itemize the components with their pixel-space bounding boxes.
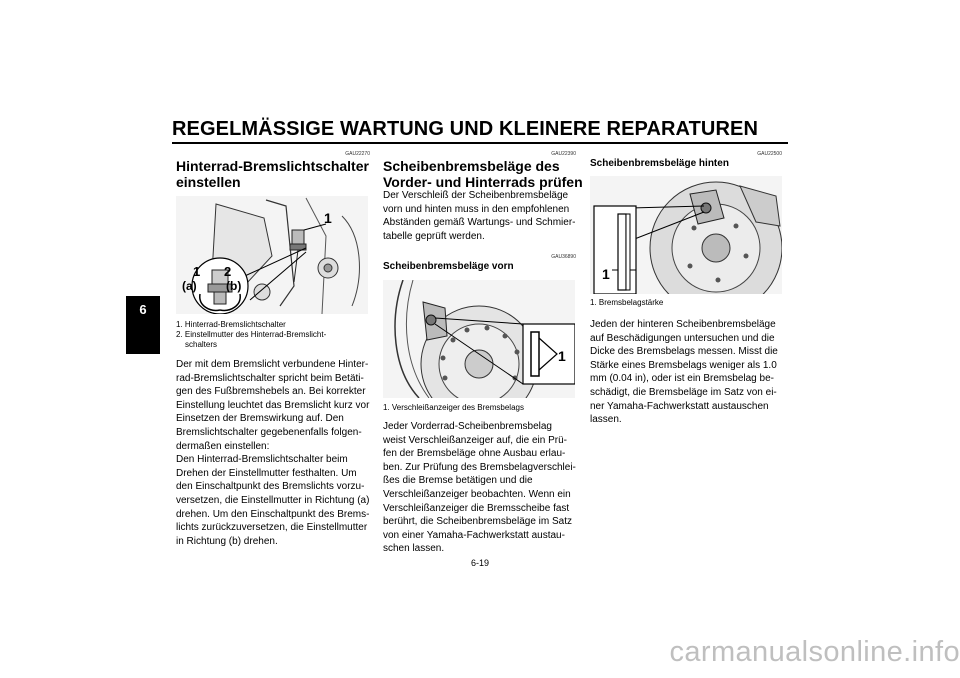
body-line: auf Beschädigungen untersuchen und die [590, 332, 775, 344]
heading-line: Scheibenbremsbeläge des [383, 158, 560, 174]
body-line: Jeder Vorderrad-Scheibenbremsbelag [383, 421, 552, 432]
heading-line: einstellen [176, 174, 241, 190]
callout-direction-b: (b) [226, 279, 242, 293]
section-code: GAU22500 [757, 151, 782, 157]
page-header: REGELMÄSSIGE WARTUNG UND KLEINERE REPARA… [172, 117, 788, 141]
figure-caption: 1. Bremsbelagstärke [590, 298, 664, 307]
body-line: lichts zurückzuversetzen, die Einstellmu… [176, 522, 368, 534]
figure-rear-brake-pads: 1 [590, 176, 782, 294]
section-code: GAU22270 [345, 151, 370, 157]
body-line: Drehen der Einstellmutter festhalten. Um [176, 467, 357, 479]
front-brake-disc-illustration [383, 280, 575, 398]
body-line: rad-Bremslichtschalter spricht beim Betä… [176, 372, 364, 384]
section-heading-brake-pads: Scheibenbremsbeläge des Vorder- und Hint… [383, 158, 583, 190]
watermark: carmanualsonline.info [669, 636, 960, 668]
body-line: Dicke des Bremsbelags messen. Misst die [590, 346, 778, 358]
callout-1: 1 [324, 210, 332, 226]
section-code: GAU36890 [551, 254, 576, 260]
body-line: ßes die Bremse betätigen und die [383, 475, 533, 487]
callout-direction-a: (a) [182, 279, 197, 293]
heading-line: Vorder- und Hinterrads prüfen [383, 174, 583, 190]
body-line: dermaßen einstellen: [176, 440, 270, 452]
subsection-heading-rear-pads: Scheibenbremsbeläge hinten [590, 158, 729, 169]
figure-caption-list: 1. Hinterrad-Bremslichtschalter 2. Einst… [176, 320, 376, 350]
section-code: GAU22390 [551, 151, 576, 157]
page-title: REGELMÄSSIGE WARTUNG UND KLEINERE REPARA… [172, 118, 759, 140]
chapter-tab: 6 [126, 296, 160, 354]
body-line: lassen. [590, 414, 622, 426]
body-line: mm (0.04 in), oder ist ein Bremsbelag be… [590, 373, 774, 385]
body-line: Abständen gemäß Wartungs- und Schmier- [383, 217, 576, 229]
body-line: Den Hinterrad-Bremslichtschalter beim [176, 454, 348, 466]
body-text-brake-light-switch: Der mit dem Bremslicht verbundene Hinter… [176, 358, 376, 548]
intro-text-brake-pads: Der Verschleiß der Scheibenbremsbeläge v… [383, 189, 583, 243]
brake-light-switch-illustration [176, 196, 368, 314]
figure-brake-light-switch: 1 1 2 (a) (b) [176, 196, 368, 314]
body-text-front-pads: Jeder Vorderrad-Scheibenbremsbelag weist… [383, 420, 583, 556]
caption-item-continued: schalters [185, 340, 218, 349]
body-line: Einstellung leuchtet das Bremslicht kurz… [176, 399, 370, 411]
body-line: fen der Bremsbeläge ohne Ausbau erlau- [383, 448, 566, 460]
figure-caption: 1. Verschleißanzeiger des Bremsbelags [383, 403, 524, 412]
body-text-rear-pads: Jeden der hinteren Scheibenbremsbeläge a… [590, 318, 790, 427]
callout-1: 1 [602, 266, 610, 282]
caption-item: 1. Hinterrad-Bremslichtschalter [176, 320, 286, 329]
body-line: berührt, die Scheibenbremsbeläge im Satz [383, 516, 572, 528]
body-line: von einer Yamaha-Fachwerkstatt austau- [383, 529, 565, 541]
callout-1: 1 [558, 348, 566, 364]
body-line: den Einschaltpunkt des Bremslichts vorzu… [176, 481, 365, 493]
section-heading-brake-light-switch: Hinterrad-Bremslichtschalter einstellen [176, 158, 376, 190]
body-line: Stärke eines Bremsbelags weniger als 1.0 [590, 359, 777, 371]
body-line: Bremslichtschalter gegebenenfalls folgen… [176, 426, 362, 438]
body-line: Jeden der hinteren Scheibenbremsbeläge [590, 319, 776, 330]
rear-brake-disc-illustration [590, 176, 782, 294]
heading-line: Hinterrad-Bremslichtschalter [176, 158, 369, 174]
body-line: Der Verschleiß der Scheibenbremsbeläge [383, 190, 569, 201]
body-line: Verschleißanzeiger die Bremsscheibe fast [383, 502, 570, 514]
body-line: ner Yamaha-Fachwerkstatt austauschen [590, 400, 769, 412]
subsection-heading-front-pads: Scheibenbremsbeläge vorn [383, 261, 514, 272]
body-line: schädigt, die Bremsbeläge im Satz von ei… [590, 386, 777, 398]
body-line: drehen. Um den Einschaltpunkt des Brems- [176, 508, 370, 520]
page-number: 6-19 [470, 558, 489, 568]
body-line: gen des Fußbremshebels an. Bei korrekter [176, 386, 366, 398]
body-line: versetzen, die Einstellmutter in Richtun… [176, 494, 370, 506]
body-line: Einsetzen der Bremswirkung auf. Den [176, 413, 344, 425]
body-line: tabelle geprüft werden. [383, 230, 485, 242]
callout-2: 2 [224, 264, 232, 279]
body-line: vorn und hinten muss in den empfohlenen [383, 203, 570, 215]
body-line: Der mit dem Bremslicht verbundene Hinter… [176, 359, 369, 370]
callout-1-small: 1 [193, 264, 201, 279]
body-line: ben. Zur Prüfung des Bremsbelagverschlei… [383, 461, 576, 473]
body-line: Verschleißanzeiger beobachten. Wenn ein [383, 488, 571, 500]
figure-front-brake-pads: 1 [383, 280, 575, 398]
caption-item: 2. Einstellmutter des Hinterrad-Bremslic… [176, 330, 327, 339]
chapter-number: 6 [139, 302, 147, 317]
header-divider [172, 142, 788, 144]
body-line: in Richtung (b) drehen. [176, 535, 278, 547]
body-line: schen lassen. [383, 543, 445, 555]
body-line: weist Verschleißanzeiger auf, die ein Pr… [383, 434, 567, 446]
